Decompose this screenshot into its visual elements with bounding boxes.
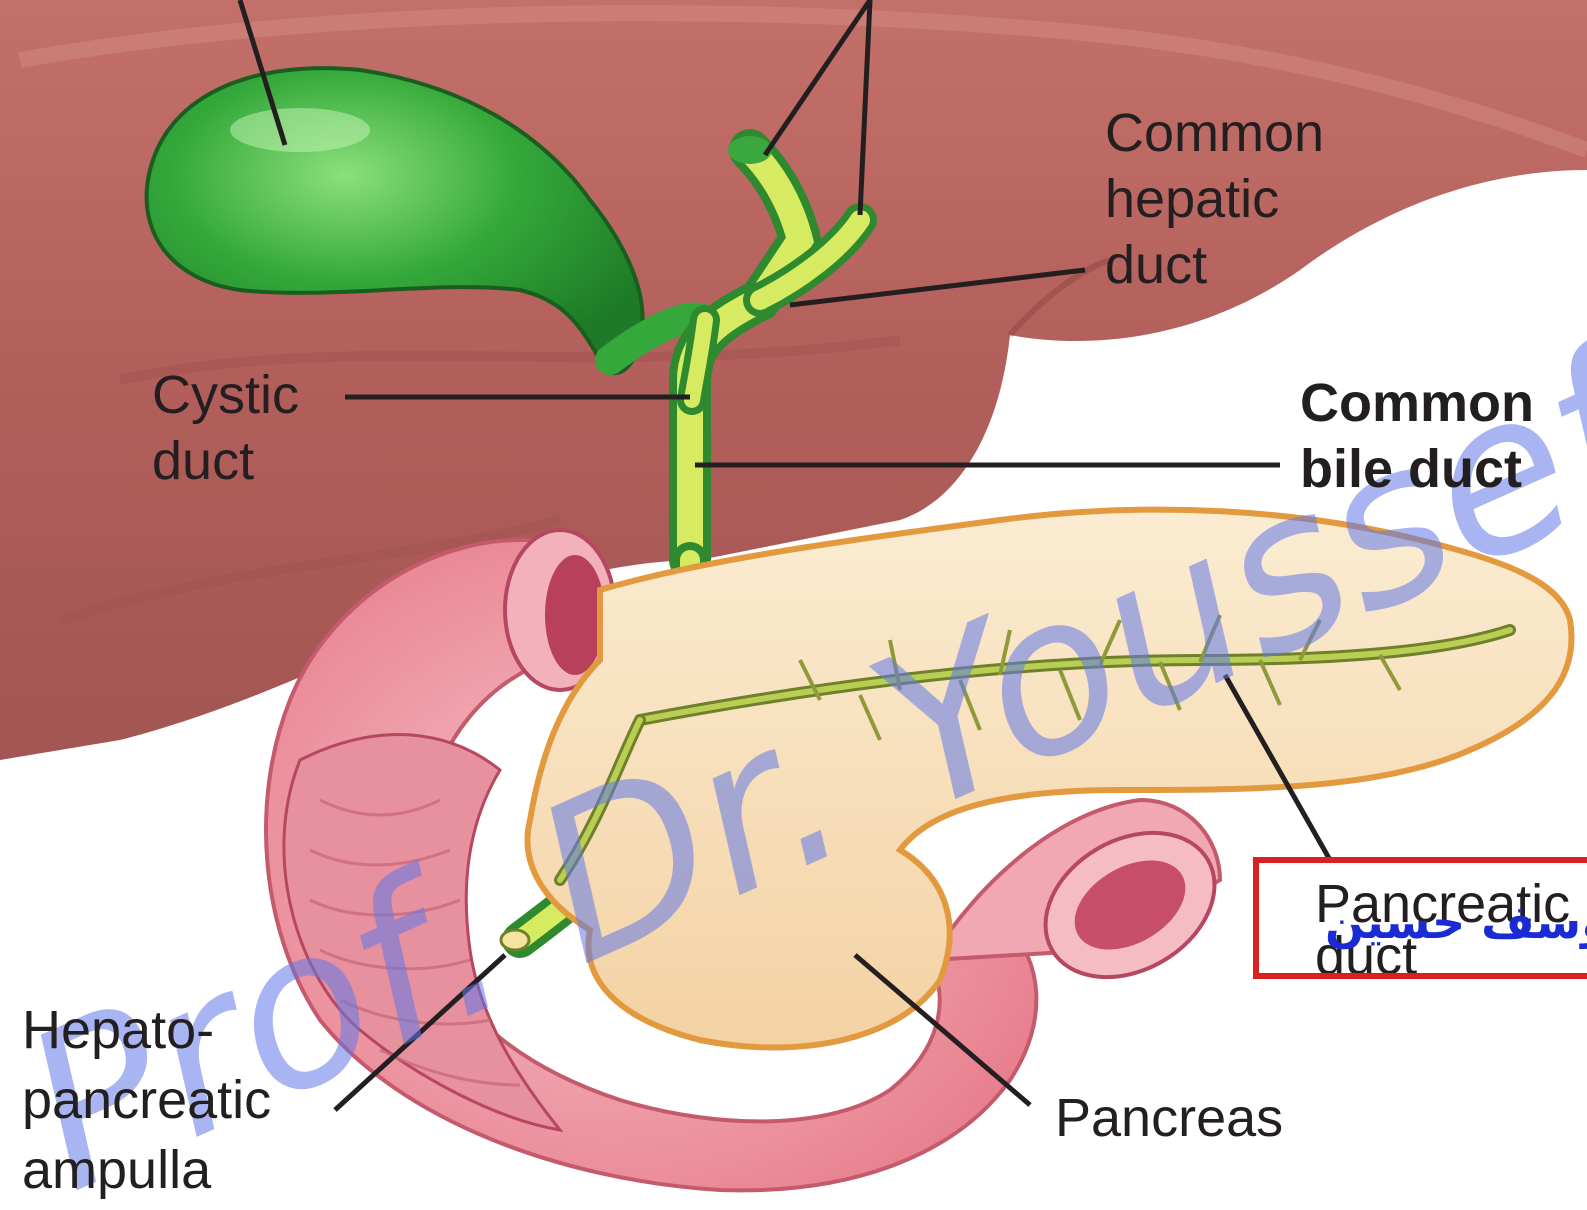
label-common-bile-duct: Common bile duct — [1300, 370, 1534, 502]
label-cystic-duct: Cystic duct — [152, 362, 299, 494]
arabic-annotation: يوسف حسين — [1325, 895, 1587, 949]
label-hepatopancreatic-ampulla: Hepato- pancreatic ampulla — [22, 995, 271, 1205]
label-pancreas: Pancreas — [1055, 1085, 1283, 1151]
label-common-hepatic-duct: Common hepatic duct — [1105, 100, 1324, 298]
